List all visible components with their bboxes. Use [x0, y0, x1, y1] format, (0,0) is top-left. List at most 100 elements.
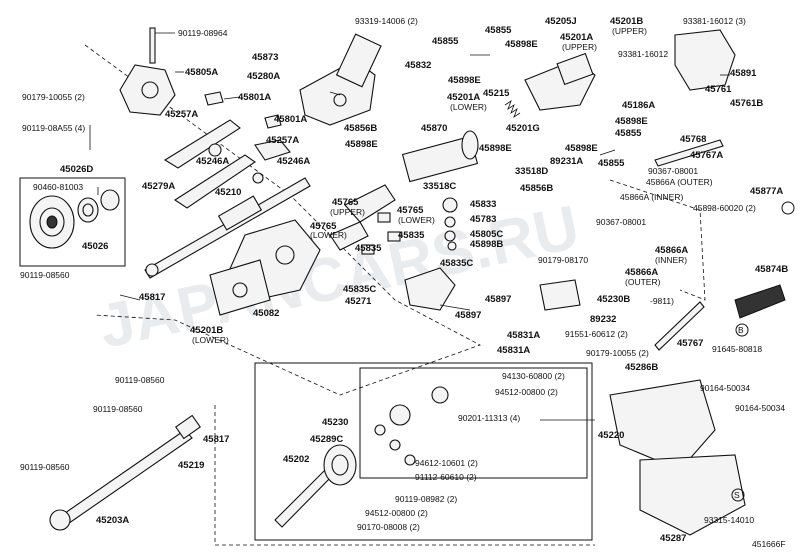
label: 45817 [203, 434, 229, 445]
intermediate-shaft [49, 414, 201, 531]
label: 90179-10055 (2) [22, 92, 85, 102]
label: 45831A [497, 345, 530, 356]
label: 45257A [165, 109, 198, 120]
label: 90119-08560 [20, 462, 70, 472]
label: 45210 [215, 187, 241, 198]
label: 45765 [397, 205, 424, 216]
label: 45866A [655, 245, 688, 256]
label: 45246A [196, 156, 229, 167]
label: 45897 [485, 294, 511, 305]
label: 90164-50034 [700, 383, 750, 393]
label: 90460-81003 [33, 182, 83, 192]
label: 45897 [455, 310, 481, 321]
label: (LOWER) [310, 230, 347, 240]
label: 45898-60020 (2) [693, 203, 756, 213]
label: 45898E [505, 39, 538, 50]
label: 45280A [247, 71, 280, 82]
label: 45898E [448, 75, 481, 86]
label: 45765 [310, 221, 337, 232]
label: 90119-08560 [20, 270, 70, 280]
label: 94130-60800 (2) [502, 371, 565, 381]
lock-bracket [674, 29, 736, 91]
label: 45186A [622, 100, 655, 111]
label: 90119-08A55 (4) [22, 123, 85, 133]
label: 45898E [565, 143, 598, 154]
label: 90164-50034 [735, 403, 785, 413]
label: 45866A (OUTER) [646, 177, 713, 187]
label: 45855 [598, 158, 625, 169]
label: 45874B [755, 264, 788, 275]
label: 93315-14010 [704, 515, 754, 525]
inner-kit-parts [374, 386, 449, 466]
inner-kit-frame [359, 367, 588, 479]
upper-holder [344, 184, 396, 223]
label: 45856B [344, 123, 377, 134]
label: 45279A [142, 181, 175, 192]
label: 45286B [625, 362, 658, 373]
label: 90201-11313 (4) [458, 413, 520, 423]
label: 45202 [283, 454, 309, 465]
label: 45870 [421, 123, 447, 134]
label: 45203A [96, 515, 129, 526]
label: 33518C [423, 181, 456, 192]
upper-bracket [119, 27, 176, 116]
upper-cover [609, 379, 716, 471]
label: (INNER) [655, 255, 687, 265]
label: 45891 [730, 68, 757, 79]
spacer [264, 114, 282, 129]
label: -9811) [650, 296, 674, 306]
small-parts-cluster [361, 197, 458, 255]
label: 94512-00800 (2) [495, 387, 558, 397]
label: 45761B [730, 98, 763, 109]
label: 45768 [680, 134, 706, 145]
label: 45805C [470, 229, 503, 240]
label: 90170-08008 (2) [357, 522, 420, 532]
label: 45767A [690, 150, 723, 161]
svg-text:B: B [738, 325, 744, 335]
label: 45801A [238, 92, 271, 103]
label: (LOWER) [192, 335, 229, 345]
label: 45271 [345, 296, 372, 307]
label: 45817 [139, 292, 165, 303]
spacer [204, 91, 224, 106]
label: 45082 [253, 308, 279, 319]
label: 45761 [705, 84, 732, 95]
tilt-rod [654, 139, 724, 167]
pivot-rod [654, 301, 705, 351]
label: 45026 [82, 241, 108, 252]
label: 45855 [432, 36, 459, 47]
sleeve [401, 130, 479, 183]
label: 45835 [398, 230, 425, 241]
label: (LOWER) [398, 215, 435, 225]
label: 45026D [60, 164, 93, 175]
label: 45898B [470, 239, 503, 250]
label: 45805A [185, 67, 218, 78]
diagram-id: 451666F [752, 539, 786, 549]
label: 45205J [545, 16, 577, 27]
label: 45765 [332, 197, 359, 208]
lower-shaft [274, 444, 357, 528]
label: 45833 [470, 199, 496, 210]
label: 90367-08001 [596, 217, 646, 227]
label: 91645-80818 [712, 344, 762, 354]
label: 89232 [590, 314, 616, 325]
marker-b: B [735, 201, 795, 337]
label: 45873 [252, 52, 278, 63]
label: 45855 [485, 25, 512, 36]
label: 45201B [610, 16, 643, 27]
label: 93381-16012 (3) [683, 16, 746, 26]
svg-text:S: S [734, 490, 740, 500]
label: 45215 [483, 88, 510, 99]
label: 90179-10055 (2) [586, 348, 649, 358]
sub-assembly-frame [254, 362, 593, 541]
label: 45230 [322, 417, 348, 428]
main-shaft [144, 177, 311, 279]
sensor [539, 279, 581, 311]
label: 45856B [520, 183, 553, 194]
column-bracket [524, 52, 596, 111]
spring [504, 99, 521, 119]
column-housing [209, 219, 321, 316]
label: 45866A [625, 267, 658, 278]
label: 45877A [750, 186, 783, 197]
label: 90119-08560 [115, 375, 165, 385]
